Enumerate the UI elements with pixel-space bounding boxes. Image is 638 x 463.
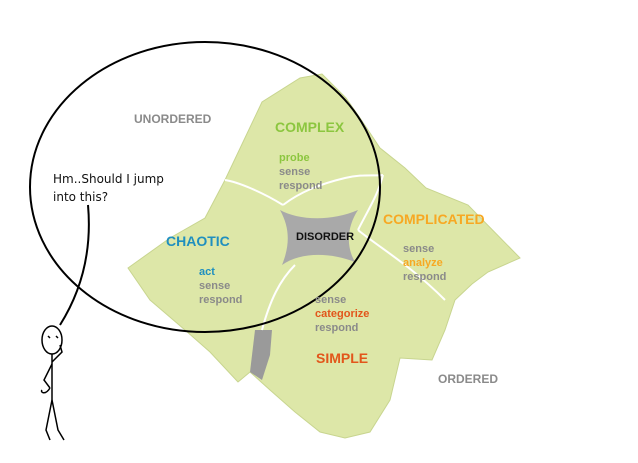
simple-step-categorize: categorize [315, 308, 369, 320]
complicated-step-sense: sense [403, 243, 434, 255]
disorder-label: DISORDER [296, 231, 354, 243]
complex-step-probe: probe [279, 152, 310, 164]
simple-step-sense: sense [315, 294, 346, 306]
complicated-title: COMPLICATED [383, 211, 485, 227]
chaotic-step-sense: sense [199, 280, 230, 292]
landscape-shape [127, 73, 521, 439]
complex-step-respond: respond [279, 180, 322, 192]
landscape-crevice [250, 330, 272, 380]
thought-bubble-tail [59, 204, 90, 326]
complicated-step-analyze: analyze [403, 257, 443, 269]
simple-step-respond: respond [315, 322, 358, 334]
ordered-label: ORDERED [438, 372, 498, 386]
thought-line-2: into this? [53, 190, 108, 204]
domain-boundaries [224, 174, 446, 331]
chaotic-step-act: act [199, 266, 215, 278]
stick-figure [40, 325, 65, 441]
unordered-label: UNORDERED [134, 112, 212, 126]
chaotic-step-respond: respond [199, 294, 242, 306]
chaotic-title: CHAOTIC [166, 233, 230, 249]
complex-title: COMPLEX [275, 119, 345, 135]
simple-title: SIMPLE [316, 350, 368, 366]
complicated-step-respond: respond [403, 271, 446, 283]
disorder-shape [280, 210, 358, 265]
thought-bubble-outline [29, 41, 381, 333]
complex-step-sense: sense [279, 166, 310, 178]
thought-line-1: Hm..Should I jump [53, 172, 164, 186]
